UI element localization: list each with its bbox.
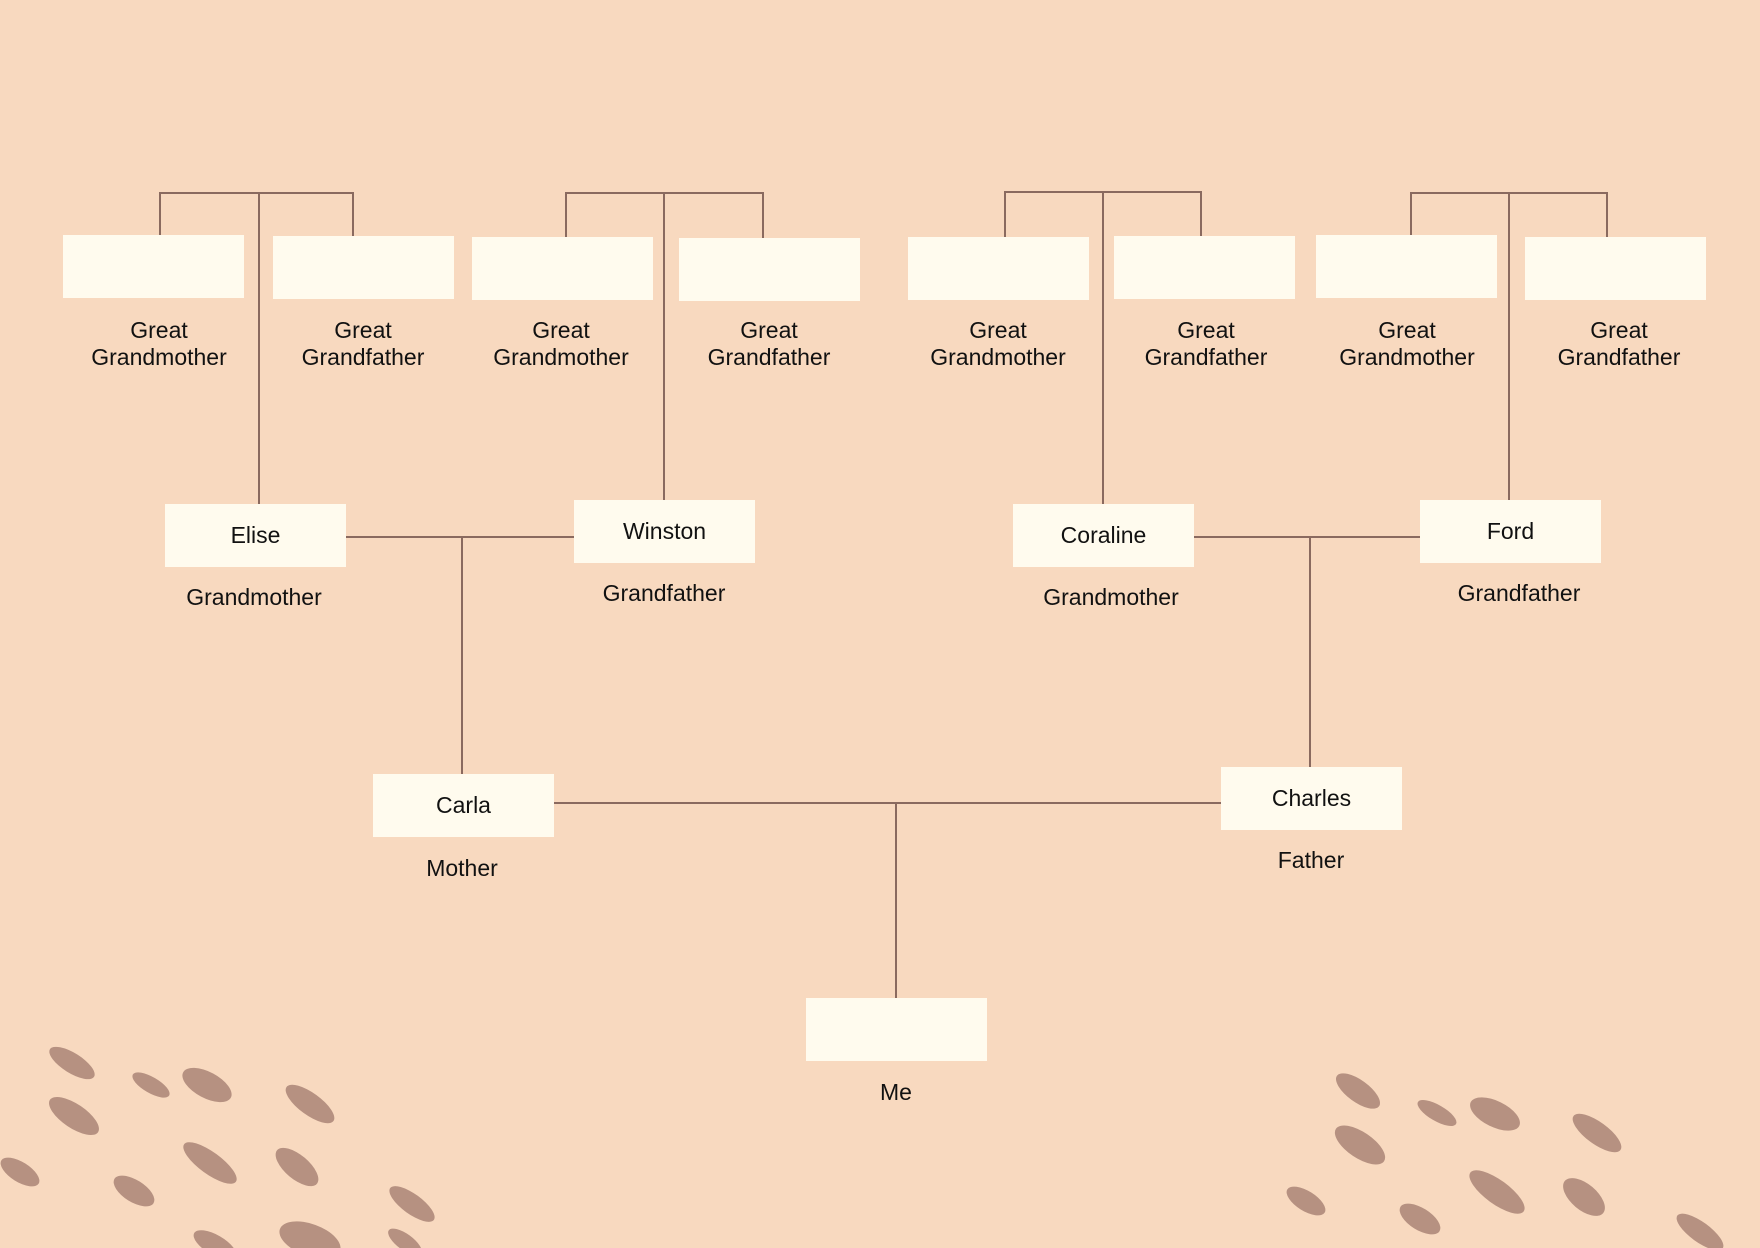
great-grandmother-2-box[interactable] xyxy=(472,237,653,300)
grandfather-winston-label: Grandfather xyxy=(602,580,726,606)
mother-carla-label: Mother xyxy=(426,855,498,881)
grandfather-winston-box[interactable]: Winston xyxy=(574,500,755,563)
great-grandmother-1-box[interactable] xyxy=(63,235,244,298)
great-grandfather-3-box[interactable] xyxy=(1114,236,1295,299)
great-grandfather-1-box[interactable] xyxy=(273,236,454,299)
grandfather-ford-label: Grandfather xyxy=(1457,580,1581,606)
great-grandmother-4-box[interactable] xyxy=(1316,235,1497,298)
grandmother-coraline-box[interactable]: Coraline xyxy=(1013,504,1194,567)
grandfather-ford-box[interactable]: Ford xyxy=(1420,500,1601,563)
grandmother-coraline-label: Grandmother xyxy=(1043,584,1179,610)
grandmother-elise-label: Grandmother xyxy=(186,584,322,610)
me-label: Me xyxy=(880,1079,912,1105)
great-grandfather-2-box[interactable] xyxy=(679,238,860,301)
mother-carla-box[interactable]: Carla xyxy=(373,774,554,837)
great-grandfather-4-box[interactable] xyxy=(1525,237,1706,300)
me-box[interactable] xyxy=(806,998,987,1061)
grandmother-elise-box[interactable]: Elise xyxy=(165,504,346,567)
connector-ggp-pair-1 xyxy=(159,192,354,236)
father-charles-box[interactable]: Charles xyxy=(1221,767,1402,830)
great-grandmother-3-box[interactable] xyxy=(908,237,1089,300)
father-charles-label: Father xyxy=(1277,847,1345,873)
